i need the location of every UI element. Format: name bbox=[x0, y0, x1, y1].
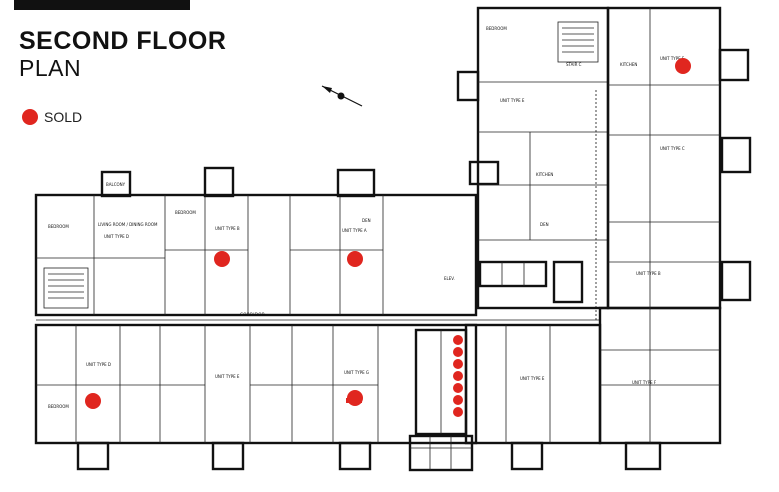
locker-sold-marker-icon bbox=[453, 347, 463, 357]
west-stair bbox=[43, 267, 89, 309]
unit-label: UNIT TYPE B bbox=[215, 226, 240, 231]
sold-marker-icon bbox=[347, 251, 363, 267]
balconies bbox=[76, 48, 752, 471]
unit-label: UNIT TYPE D bbox=[104, 234, 129, 239]
sold-marker-icon bbox=[22, 109, 38, 125]
page-subtitle: PLAN bbox=[19, 55, 82, 81]
corridor-label: CORRIDOR bbox=[240, 312, 265, 317]
unit-label: UNIT TYPE F bbox=[632, 380, 657, 385]
bedroom-label: BEDROOM bbox=[175, 210, 196, 215]
unit-label: UNIT TYPE E bbox=[500, 98, 525, 103]
sold-tag-icon bbox=[346, 398, 362, 403]
bedroom-label: BEDROOM bbox=[48, 404, 69, 409]
sold-marker-icon bbox=[85, 393, 101, 409]
kitchen-label: KITCHEN bbox=[620, 62, 637, 67]
locker-sold-marker-icon bbox=[453, 359, 463, 369]
unit-label: UNIT TYPE D bbox=[86, 362, 111, 367]
sold-marker-icon bbox=[675, 58, 691, 74]
west-wing-walls bbox=[34, 193, 600, 445]
unit-label: UNIT TYPE B bbox=[636, 271, 661, 276]
den-label: DEN bbox=[362, 218, 371, 223]
header-bar bbox=[14, 0, 190, 10]
locker-sold-marker-icon bbox=[453, 335, 463, 345]
locker-sold-marker-icon bbox=[453, 383, 463, 393]
kitchen-label: KITCHEN bbox=[536, 172, 553, 177]
unit-label: UNIT TYPE A bbox=[342, 228, 367, 233]
balcony-label: BALCONY bbox=[106, 182, 126, 187]
elevator-label: ELEV. bbox=[444, 276, 455, 281]
sold-marker-icon bbox=[214, 251, 230, 267]
legend: SOLD bbox=[22, 109, 82, 125]
east-wing-walls bbox=[595, 6, 722, 445]
stair-label: STAIR C bbox=[566, 62, 582, 67]
page-title: SECOND FLOOR bbox=[19, 27, 227, 55]
locker-sold-marker-icon bbox=[453, 395, 463, 405]
sold-markers bbox=[85, 58, 691, 417]
locker-sold-marker-icon bbox=[453, 407, 463, 417]
north-arrow-icon bbox=[321, 85, 363, 107]
unit-label: UNIT TYPE E bbox=[520, 376, 545, 381]
den-label: DEN bbox=[540, 222, 549, 227]
bedroom-label: BEDROOM bbox=[486, 26, 507, 31]
legend-label: SOLD bbox=[44, 109, 83, 125]
bedroom-label: BEDROOM bbox=[48, 224, 69, 229]
unit-label: UNIT TYPE C bbox=[660, 146, 685, 151]
living-label: LIVING ROOM / DINING ROOM bbox=[98, 222, 158, 227]
unit-label: UNIT TYPE E bbox=[215, 374, 240, 379]
unit-label: UNIT TYPE G bbox=[344, 370, 369, 375]
locker-sold-marker-icon bbox=[453, 371, 463, 381]
unit-label: UNIT TYPE F bbox=[660, 56, 685, 61]
